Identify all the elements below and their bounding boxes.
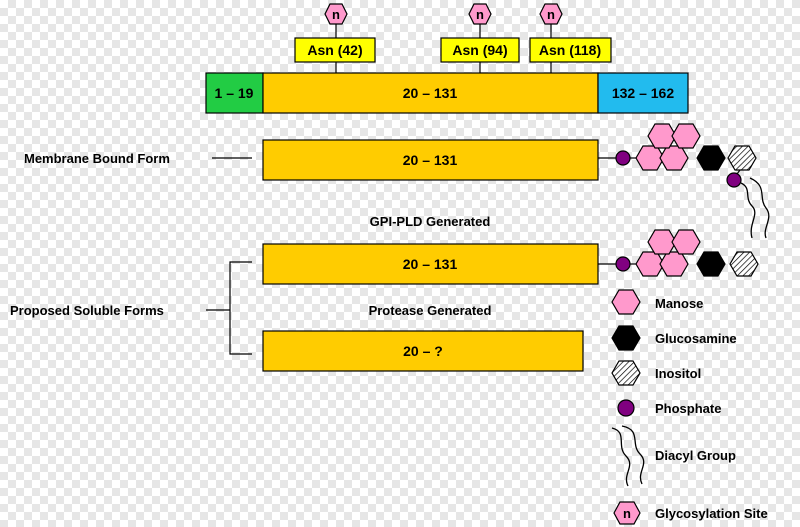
manose-icon	[671, 123, 701, 149]
glycosylation-symbol: n	[476, 7, 484, 22]
diacyl-group-icon	[740, 182, 756, 239]
legend-glycosylation: Glycosylation Site	[655, 506, 768, 521]
phosphate-icon	[617, 399, 635, 417]
protease-bar	[262, 330, 584, 372]
glycosylation-site-1: n Asn (42)	[294, 3, 376, 73]
diacyl-group-icon	[611, 427, 631, 487]
gpi-anchor-soluble	[598, 229, 759, 277]
gpi-anchor-membrane	[598, 123, 770, 239]
inositol-icon	[611, 360, 641, 386]
full-protein-bar: 1 – 19 20 – 131 132 – 162	[205, 72, 689, 114]
phosphate-icon	[726, 172, 742, 188]
glycosylation-site-2: n Asn (94)	[440, 3, 520, 73]
membrane-bound-bar	[262, 139, 599, 181]
glycosylation-hexagon-icon	[468, 3, 492, 25]
gpi-bar-label: 20 – 131	[403, 256, 458, 272]
manose-icon	[611, 289, 641, 315]
gpi-pld-label: GPI-PLD Generated	[370, 214, 491, 229]
mature-segment-label: 20 – 131	[403, 85, 458, 101]
legend-manose: Manose	[655, 296, 703, 311]
legend-glucosamine: Glucosamine	[655, 331, 737, 346]
legend-diacyl: Diacyl Group	[655, 448, 736, 463]
asn-118-label: Asn (118)	[539, 42, 601, 58]
glucosamine-icon	[696, 251, 726, 277]
protease-label: Protease Generated	[369, 303, 492, 318]
glucosamine-icon	[611, 325, 641, 351]
legend-inositol: Inositol	[655, 366, 701, 381]
manose-icon	[659, 145, 689, 171]
soluble-forms-label: Proposed Soluble Forms	[10, 303, 164, 318]
glycosylation-hexagon-icon	[324, 3, 348, 25]
glucosamine-icon	[696, 145, 726, 171]
membrane-bound-label: Membrane Bound Form	[24, 151, 170, 166]
legend: Manose Glucosamine Inositol Phosphate Di…	[611, 289, 768, 525]
protease-bar-label: 20 – ?	[403, 343, 443, 359]
glycosylation-symbol: n	[623, 506, 631, 521]
phosphate-icon	[615, 150, 631, 166]
inositol-icon	[729, 251, 759, 277]
cterm-segment-label: 132 – 162	[612, 85, 674, 101]
glycosylation-symbol: n	[547, 7, 555, 22]
phosphate-icon	[615, 256, 631, 272]
asn-94-label: Asn (94)	[452, 42, 507, 58]
soluble-forms-bracket	[206, 261, 252, 355]
glycosylation-hexagon-icon	[539, 3, 563, 25]
manose-icon	[671, 229, 701, 255]
glycosylation-site-3: n Asn (118)	[529, 3, 612, 73]
diacyl-group-icon	[621, 425, 645, 485]
legend-phosphate: Phosphate	[655, 401, 721, 416]
signal-segment-label: 1 – 19	[215, 85, 254, 101]
glycosylation-hexagon-icon	[613, 501, 641, 525]
diacyl-group-icon	[749, 177, 770, 239]
glycosylation-symbol: n	[332, 7, 340, 22]
membrane-bar-label: 20 – 131	[403, 152, 458, 168]
asn-42-label: Asn (42)	[307, 42, 362, 58]
inositol-icon	[727, 145, 757, 171]
manose-icon	[659, 251, 689, 277]
